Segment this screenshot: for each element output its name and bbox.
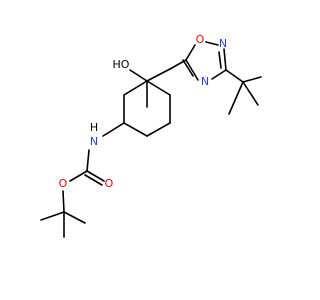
tbu-right-methyl [242,81,259,106]
oxadiazole-n-c3 [223,48,227,71]
oxadiazole-c3-n [211,69,227,80]
oxadiazole-c5-o [185,44,196,61]
oxadiazole-n-c3-double [218,51,222,69]
structure-diagram: HO O N N N H O O [40,33,262,238]
boc-tbu-left [40,211,65,221]
ring-nitrogen-bottom-label: N [201,75,209,88]
oxadiazole-tbu-bond [225,69,244,83]
carbonyl-double-bond-a [86,170,105,182]
amide-nitrogen-label: N [90,135,98,148]
ring-bond-7 [123,80,148,96]
carbonyl-double-bond-b [84,174,103,186]
oxadiazole-o-n [205,41,219,46]
boc-tbu-right [63,211,86,224]
ring-bond-2 [146,80,171,96]
nh-carbonyl-bond [86,149,90,172]
molecule-canvas: HO O N N N H O O [40,33,262,238]
c-ch2-bond [146,68,171,82]
tbu-lower-methyl [228,81,244,115]
amide-hydrogen-label: H [90,121,98,134]
ring-bond-5 [123,122,148,137]
atom-label-layer: HO O N N N H O O [59,33,227,190]
oxadiazole-n-c5-double [182,59,194,77]
ring-bond-4 [146,122,171,137]
ester-o-tbu-bond [62,190,65,213]
tbu-upper-methyl [242,76,262,83]
bond-layer [40,41,262,238]
carbonyl-ester-o [69,170,88,182]
ring-nh-bond [102,122,125,137]
ring-oxygen-label: O [196,33,205,46]
c-oh-bond [129,69,148,82]
ring-nitrogen-top-label: N [219,37,227,50]
carbonyl-oxygen-label: O [105,177,114,190]
oxadiazole-n-c5 [185,59,199,81]
hydroxyl-label: HO [113,58,130,71]
ester-oxygen-label: O [59,177,68,190]
